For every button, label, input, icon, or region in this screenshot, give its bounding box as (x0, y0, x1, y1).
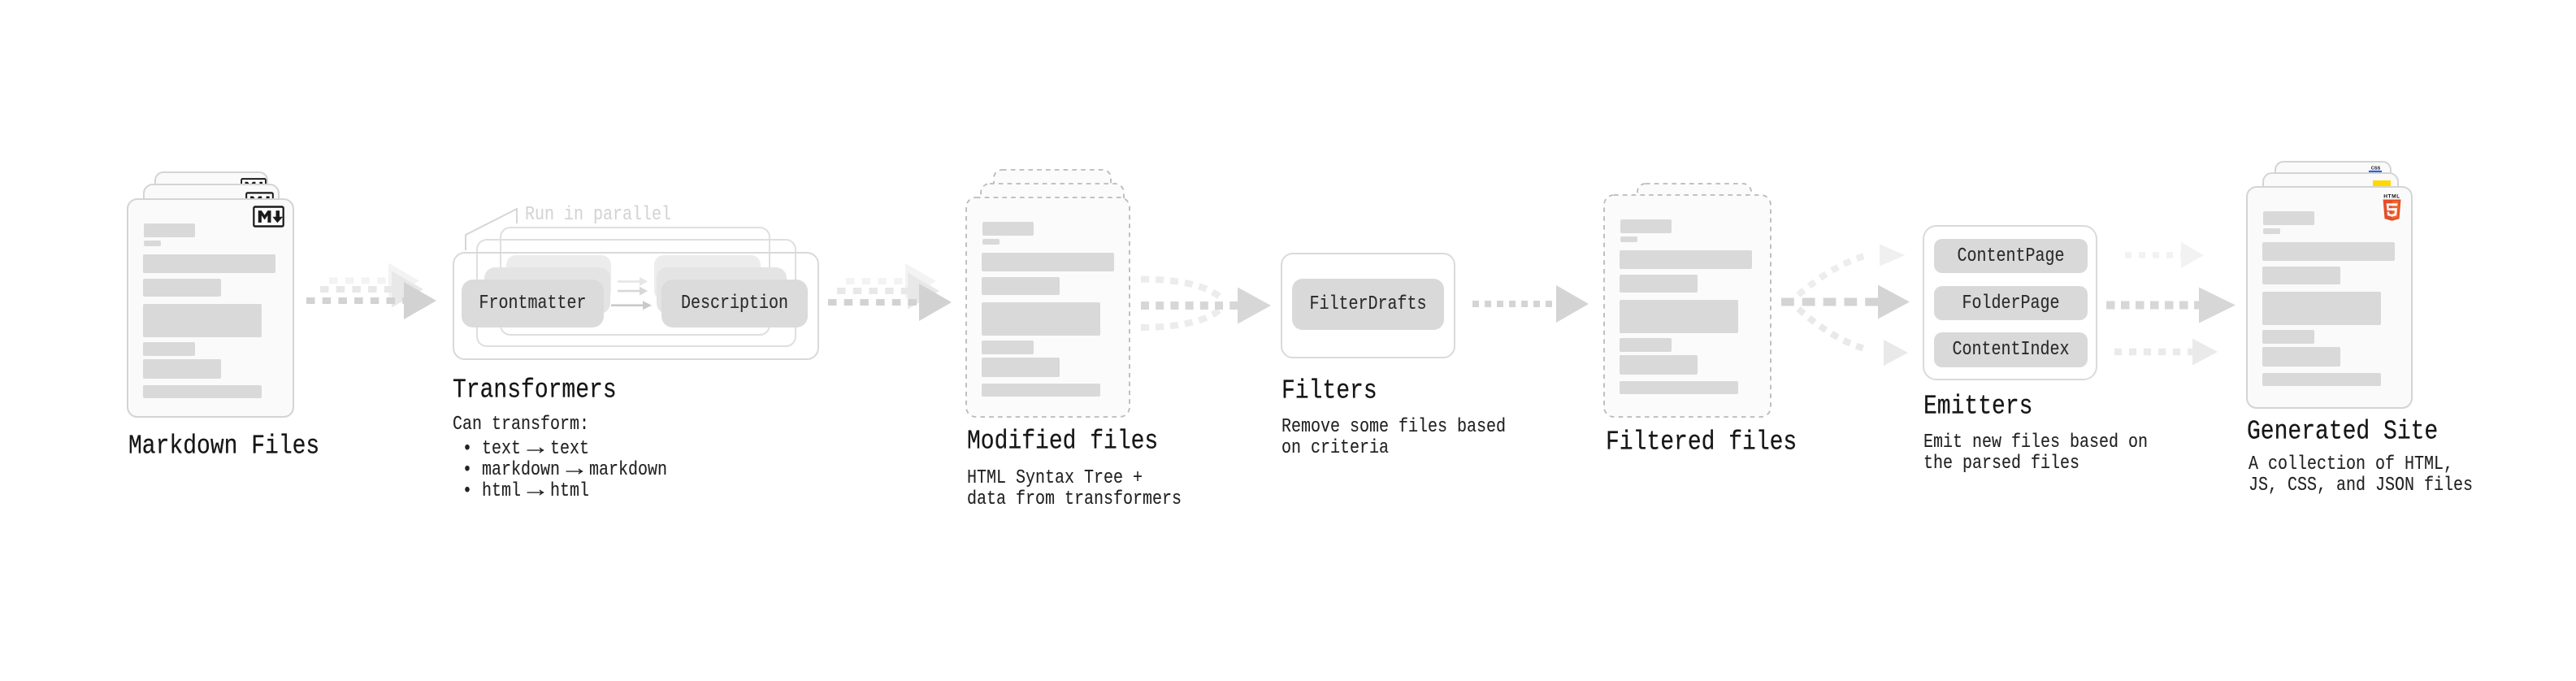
svg-text:CSS: CSS (2371, 166, 2381, 171)
svg-text:HTML: HTML (2383, 194, 2400, 200)
